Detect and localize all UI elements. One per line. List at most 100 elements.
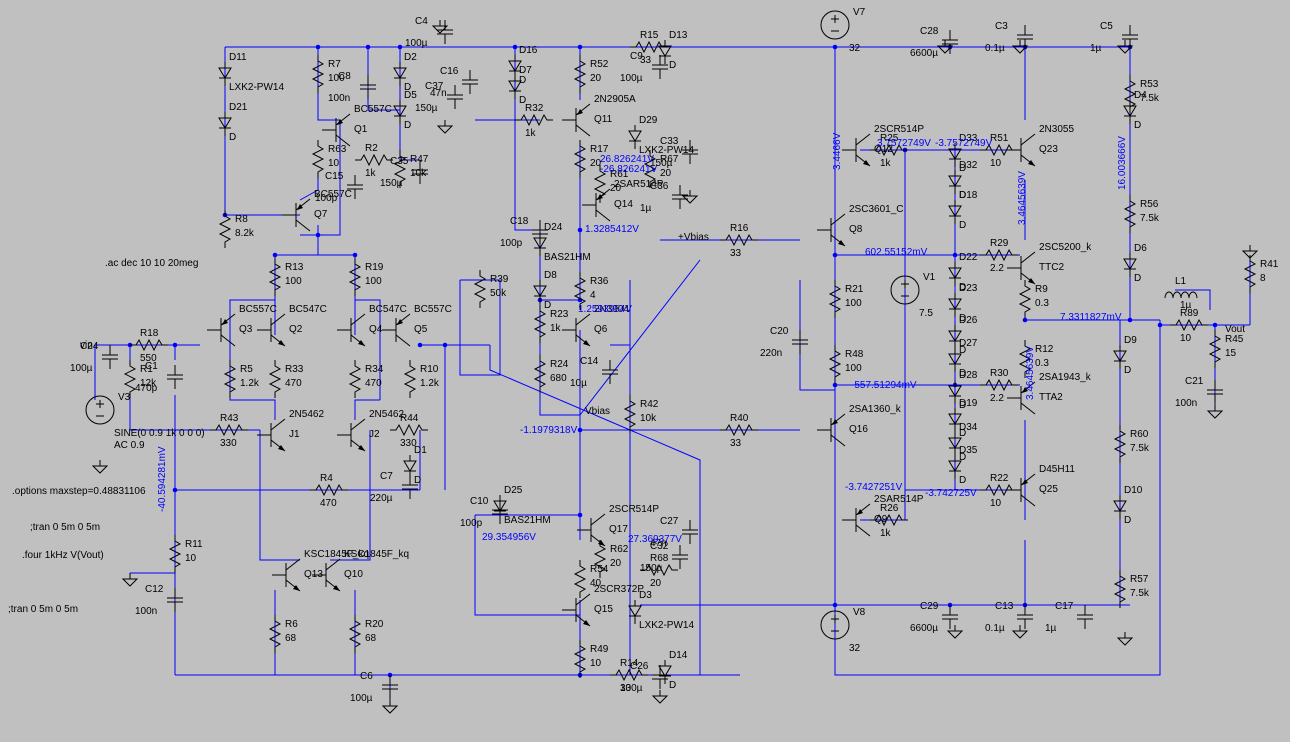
resistor-r54[interactable] — [573, 560, 587, 598]
capacitor-c36[interactable] — [672, 185, 688, 209]
transistor-q6[interactable] — [562, 313, 591, 347]
source-v3[interactable] — [85, 395, 115, 425]
transistor-q12[interactable] — [842, 133, 871, 167]
capacitor-c21[interactable] — [1207, 380, 1223, 404]
transistor-ttc2[interactable] — [1007, 251, 1036, 285]
resistor-r10[interactable] — [403, 360, 417, 398]
resistor-r34[interactable] — [348, 360, 362, 398]
resistor-r89[interactable] — [1170, 318, 1208, 332]
diode-d32[interactable] — [948, 170, 962, 194]
resistor-r6[interactable] — [268, 615, 282, 653]
resistor-r26[interactable] — [870, 513, 908, 527]
inductor-l1[interactable] — [1164, 291, 1198, 299]
transistor-q7[interactable] — [282, 198, 311, 232]
resistor-r17[interactable] — [573, 140, 587, 178]
transistor-q25[interactable] — [1007, 473, 1036, 507]
transistor-q13[interactable] — [272, 558, 301, 592]
transistor-j1[interactable] — [257, 418, 286, 452]
resistor-r49[interactable] — [573, 640, 587, 678]
transistor-q10[interactable] — [312, 558, 341, 592]
resistor-r43[interactable] — [210, 423, 248, 437]
transistor-q16[interactable] — [817, 413, 846, 447]
capacitor-c1[interactable] — [167, 365, 183, 389]
diode-d25[interactable] — [493, 495, 507, 519]
capacitor-c27[interactable] — [682, 520, 698, 544]
source-v8[interactable] — [820, 610, 850, 640]
diode-d11[interactable] — [218, 62, 232, 86]
resistor-r21[interactable] — [828, 280, 842, 318]
transistor-q11[interactable] — [562, 103, 591, 137]
diode-d19[interactable] — [948, 408, 962, 432]
diode-d27[interactable] — [948, 348, 962, 372]
capacitor-c35[interactable] — [412, 160, 428, 184]
resistor-r48[interactable] — [828, 345, 842, 383]
transistor-q17[interactable] — [577, 513, 606, 547]
source-v7[interactable] — [820, 10, 850, 40]
transistor-q1[interactable] — [322, 113, 351, 147]
diode-d23[interactable] — [948, 293, 962, 317]
capacitor-c7[interactable] — [402, 475, 418, 499]
resistor-r41[interactable] — [1243, 255, 1257, 293]
resistor-r5[interactable] — [223, 360, 237, 398]
transistor-q3[interactable] — [207, 313, 236, 347]
resistor-r19[interactable] — [348, 258, 362, 296]
source-v1[interactable] — [890, 275, 920, 305]
diode-d33[interactable] — [948, 143, 962, 167]
resistor-r25[interactable] — [870, 143, 908, 157]
capacitor-c12[interactable] — [167, 588, 183, 612]
resistor-r23[interactable] — [533, 305, 547, 343]
resistor-r9[interactable] — [1018, 280, 1032, 318]
resistor-r20[interactable] — [348, 615, 362, 653]
diode-d28[interactable] — [948, 380, 962, 404]
resistor-r44[interactable] — [390, 423, 428, 437]
diode-d21[interactable] — [218, 112, 232, 136]
resistor-r16[interactable] — [720, 233, 758, 247]
capacitor-c5[interactable] — [1122, 25, 1138, 49]
resistor-r45[interactable] — [1208, 330, 1222, 368]
resistor-r18[interactable] — [130, 338, 168, 352]
capacitor-c28[interactable] — [942, 30, 958, 54]
capacitor-c29[interactable] — [942, 605, 958, 629]
capacitor-c17[interactable] — [1077, 605, 1093, 629]
resistor-r12[interactable] — [1018, 340, 1032, 378]
capacitor-c32[interactable] — [672, 545, 688, 569]
resistor-r8[interactable] — [218, 210, 232, 248]
transistor-q4[interactable] — [337, 313, 366, 347]
resistor-r40[interactable] — [720, 423, 758, 437]
resistor-r22[interactable] — [980, 483, 1018, 497]
diode-d10[interactable] — [1113, 495, 1127, 519]
resistor-r1[interactable] — [123, 360, 137, 398]
resistor-r7[interactable] — [311, 55, 325, 93]
diode-d35[interactable] — [948, 455, 962, 479]
transistor-tta2[interactable] — [1007, 381, 1036, 415]
resistor-r56[interactable] — [1123, 195, 1137, 233]
diode-d3[interactable] — [628, 600, 642, 624]
diode-d2[interactable] — [393, 62, 407, 86]
resistor-r67[interactable] — [643, 150, 657, 188]
capacitor-c33[interactable] — [682, 140, 698, 164]
resistor-r63[interactable] — [311, 140, 325, 178]
resistor-r47[interactable] — [393, 150, 407, 188]
diode-d5[interactable] — [393, 100, 407, 124]
resistor-r60[interactable] — [1113, 425, 1127, 463]
resistor-r2[interactable] — [355, 153, 393, 167]
resistor-r39[interactable] — [473, 270, 487, 308]
capacitor-c9[interactable] — [652, 55, 668, 79]
diode-d6[interactable] — [1123, 253, 1137, 277]
resistor-r13[interactable] — [268, 258, 282, 296]
capacitor-c15[interactable] — [347, 175, 363, 199]
diode-d4[interactable] — [1123, 100, 1137, 124]
resistor-r51[interactable] — [980, 143, 1018, 157]
resistor-r29[interactable] — [980, 248, 1018, 262]
transistor-q5[interactable] — [382, 313, 411, 347]
resistor-r15[interactable] — [630, 40, 668, 54]
capacitor-c14[interactable] — [602, 360, 618, 384]
capacitor-c37[interactable] — [447, 85, 463, 109]
resistor-r32[interactable] — [515, 113, 553, 127]
diode-d13[interactable] — [658, 40, 672, 64]
capacitor-c6[interactable] — [382, 675, 398, 699]
resistor-r62[interactable] — [593, 540, 607, 578]
transistor-q9[interactable] — [842, 503, 871, 537]
resistor-r57[interactable] — [1113, 570, 1127, 608]
